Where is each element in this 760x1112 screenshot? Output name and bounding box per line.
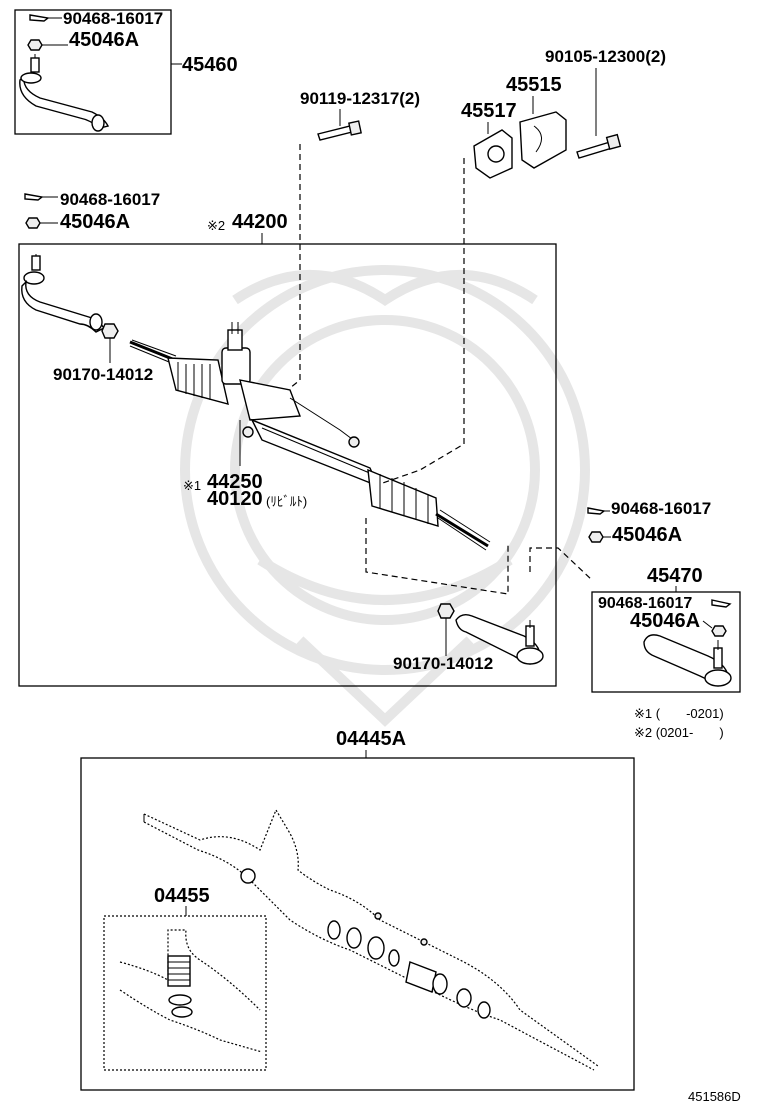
gear-assembly-note-mark: ※2 bbox=[207, 218, 225, 233]
bolt-b-number[interactable]: 90105-12300(2) bbox=[545, 47, 666, 66]
tie-rod-end-right-number[interactable]: 45470 bbox=[647, 565, 703, 587]
cotter-pin-icon bbox=[24, 193, 44, 201]
bolt-a-number[interactable]: 90119-12317(2) bbox=[300, 89, 420, 108]
gear-assembly-number[interactable]: 44200 bbox=[232, 211, 288, 233]
castle-nut-left-number[interactable]: 45046A bbox=[69, 29, 139, 51]
castle-nut-icon bbox=[27, 39, 43, 51]
grommet-number[interactable]: 45517 bbox=[461, 100, 517, 122]
lock-nut-left-icon bbox=[101, 323, 119, 339]
watermark-crest bbox=[180, 265, 590, 727]
steering-rack-icon bbox=[129, 322, 491, 551]
tie-rod-end-inner-left-icon bbox=[21, 254, 106, 333]
inner-cotter-pin-number[interactable]: 90468-16017 bbox=[598, 595, 692, 612]
gasket-kit-box bbox=[80, 757, 635, 1091]
bracket-icon bbox=[519, 111, 567, 169]
rebuilt-label: (ﾘﾋﾞﾙﾄ) bbox=[266, 494, 307, 509]
sub-kit-box bbox=[103, 915, 267, 1071]
rebuilt-gear-number[interactable]: 40120 bbox=[207, 488, 263, 510]
grommet-icon bbox=[473, 129, 513, 179]
bolt-a-install-line bbox=[289, 144, 301, 389]
cotter-pin-icon bbox=[711, 599, 732, 608]
grommet-install-line bbox=[379, 158, 465, 485]
inner-castle-nut-number[interactable]: 45046A bbox=[630, 610, 700, 632]
bracket-number[interactable]: 45515 bbox=[506, 74, 562, 96]
lock-nut-right-number[interactable]: 90170-14012 bbox=[393, 654, 493, 673]
steering-gear-box bbox=[18, 243, 557, 687]
castle-nut-icon bbox=[588, 531, 604, 543]
cotter-pin-left-number[interactable]: 90468-16017 bbox=[63, 9, 163, 28]
note-1: ※1 ( -0201) bbox=[634, 706, 724, 721]
note-2: ※2 (0201- ) bbox=[634, 725, 724, 740]
tie-rod-end-right-box bbox=[591, 591, 741, 693]
castle-nut-icon bbox=[711, 625, 727, 637]
gear-note-mark: ※1 bbox=[183, 478, 201, 493]
valve-seal-set-icon bbox=[119, 929, 263, 1053]
tie-rod-end-box-right-icon bbox=[643, 634, 732, 687]
cotter-pin-icon bbox=[29, 14, 50, 22]
tie-rod-end-inner-right-icon bbox=[455, 613, 544, 665]
tie-rod-end-left-box bbox=[14, 9, 172, 135]
diagram-id: 451586D bbox=[688, 1089, 741, 1104]
lock-nut-right-install-line bbox=[365, 518, 509, 595]
rack-outline-icon bbox=[143, 808, 599, 1071]
tie-rod-right-install-line bbox=[529, 547, 593, 581]
tie-rod-end-left-number[interactable]: 45460 bbox=[182, 54, 238, 76]
castle-nut-mid-number[interactable]: 45046A bbox=[60, 211, 130, 233]
leader-inner-nut bbox=[702, 620, 713, 629]
bolt-b-icon bbox=[576, 133, 622, 159]
castle-nut-right-number[interactable]: 45046A bbox=[612, 524, 682, 546]
cotter-pin-icon bbox=[587, 507, 606, 515]
cotter-pin-right-number[interactable]: 90468-16017 bbox=[611, 499, 711, 518]
lock-nut-right-icon bbox=[437, 603, 455, 619]
castle-nut-icon bbox=[25, 217, 41, 229]
cotter-pin-mid-number[interactable]: 90468-16017 bbox=[60, 190, 160, 209]
bolt-a-icon bbox=[317, 120, 362, 141]
gasket-kit-number[interactable]: 04445A bbox=[336, 728, 406, 750]
gear-number[interactable]: 44250 bbox=[207, 471, 263, 493]
lock-nut-left-number[interactable]: 90170-14012 bbox=[53, 365, 153, 384]
tie-rod-end-left-icon bbox=[19, 54, 110, 132]
sub-kit-number[interactable]: 04455 bbox=[154, 885, 210, 907]
